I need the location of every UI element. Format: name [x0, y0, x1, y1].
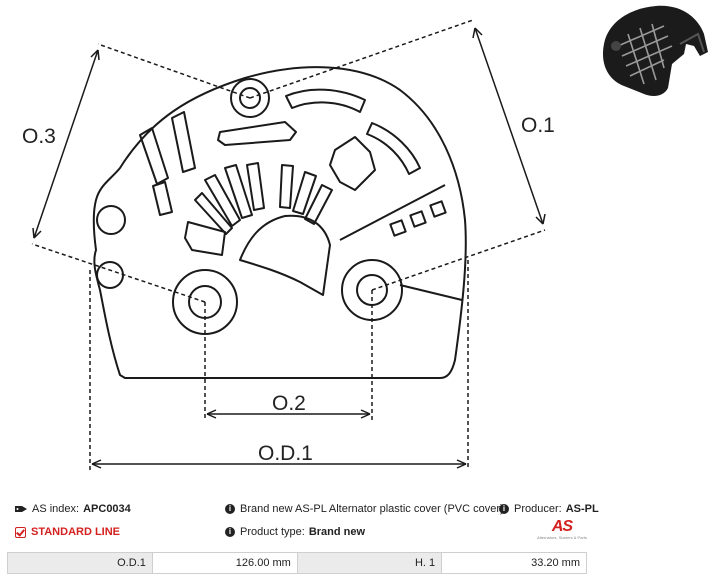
as-index-value: APC0034	[83, 503, 131, 515]
info-icon: i	[225, 527, 235, 537]
standard-line-label: STANDARD LINE	[31, 526, 121, 538]
product-thumbnail	[602, 5, 708, 96]
logo-mark: AS	[551, 518, 573, 535]
standard-line-row: STANDARD LINE	[15, 526, 120, 538]
description-row: i Brand new AS-PL Alternator plastic cov…	[225, 503, 504, 515]
info-icon: i	[225, 504, 235, 514]
as-index-row: AS index: APC0034	[15, 503, 131, 515]
producer-label: Producer:	[514, 503, 562, 515]
dimension-lines	[31, 19, 546, 470]
logo-tagline: Alternators, Starters & Parts	[537, 535, 587, 540]
as-index-label: AS index:	[32, 503, 80, 515]
technical-drawing: O.1 O.3 O.2 O.D.1	[22, 5, 708, 470]
dimension-label-o1: O.1	[521, 114, 555, 137]
product-type-value: Brand new	[308, 526, 366, 538]
table-row: O.D.1 126.00 mm H. 1 33.20 mm	[7, 552, 587, 574]
spec-value: 33.20 mm	[441, 552, 587, 574]
cover-outline	[92, 66, 467, 379]
spec-value: 126.00 mm	[151, 552, 298, 574]
checkbox-icon	[15, 526, 26, 538]
dimension-label-od1: O.D.1	[258, 442, 313, 465]
product-type-row: i Product type: Brand new	[225, 526, 365, 538]
producer-value: AS-PL	[565, 503, 599, 515]
product-type-label: Product type:	[240, 526, 305, 538]
spec-key: O.D.1	[7, 552, 153, 574]
product-description: Brand new AS-PL Alternator plastic cover…	[240, 503, 504, 515]
spec-key: H. 1	[296, 552, 443, 574]
dimension-label-o3: O.3	[22, 125, 56, 148]
info-icon: i	[499, 504, 509, 514]
dimension-label-o2: O.2	[272, 392, 306, 415]
spec-table: O.D.1 126.00 mm H. 1 33.20 mm	[7, 552, 587, 574]
as-pl-logo: AS Alternators, Starters & Parts	[537, 519, 587, 545]
dimension-arrows	[32, 27, 546, 469]
tag-icon	[15, 506, 27, 512]
producer-row: i Producer: AS-PL	[499, 503, 599, 515]
